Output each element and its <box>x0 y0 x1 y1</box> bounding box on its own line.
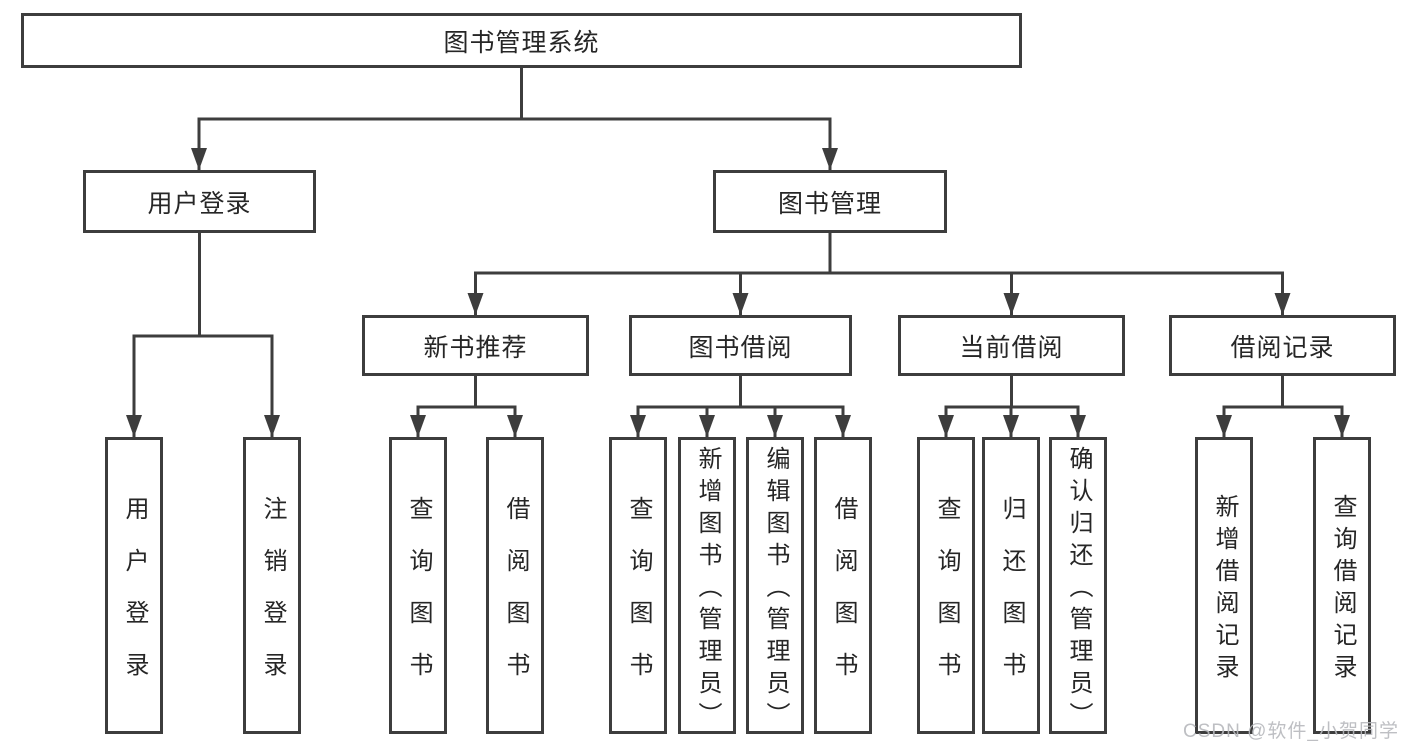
leaf-br-add-record: 新增借阅记录 <box>1195 437 1253 734</box>
leaf-nb-query-books-label: 查询图书 <box>405 495 432 704</box>
leaf-cb-query-books: 查询图书 <box>917 437 975 734</box>
leaf-user-login-label: 用户登录 <box>121 495 148 704</box>
node-current-borrow: 当前借阅 <box>898 315 1125 376</box>
leaf-br-query-record-label: 查询借阅记录 <box>1329 493 1356 686</box>
node-book-borrow-label: 图书借阅 <box>688 333 793 362</box>
node-book-management-label: 图书管理 <box>777 189 882 218</box>
connector-trunks <box>132 66 1344 409</box>
node-borrow-records-label: 借阅记录 <box>1230 333 1335 362</box>
node-root-label: 图书管理系统 <box>443 28 600 57</box>
leaf-nb-query-books: 查询图书 <box>389 437 447 734</box>
leaf-cb-return-books: 归还图书 <box>982 437 1040 734</box>
leaf-br-query-record: 查询借阅记录 <box>1313 437 1371 734</box>
leaf-bb-query-books: 查询图书 <box>609 437 667 734</box>
node-current-borrow-label: 当前借阅 <box>959 333 1064 362</box>
node-new-book-recommend-label: 新书推荐 <box>423 333 528 362</box>
leaf-nb-borrow-books: 借阅图书 <box>486 437 544 734</box>
leaf-cb-query-books-label: 查询图书 <box>933 495 960 704</box>
node-root: 图书管理系统 <box>21 13 1022 68</box>
leaf-logout: 注销登录 <box>243 437 301 734</box>
leaf-cb-return-books-label: 归还图书 <box>998 495 1025 704</box>
leaf-logout-label: 注销登录 <box>259 495 286 704</box>
node-book-borrow: 图书借阅 <box>629 315 852 376</box>
leaf-cb-confirm-return-admin: 确认归还（管理员） <box>1049 437 1107 734</box>
leaf-br-add-record-label: 新增借阅记录 <box>1211 493 1238 686</box>
node-book-management: 图书管理 <box>713 170 947 233</box>
leaf-bb-edit-books-admin-label: 编辑图书（管理员） <box>762 445 789 734</box>
leaf-bb-edit-books-admin: 编辑图书（管理员） <box>746 437 804 734</box>
leaf-cb-confirm-return-admin-label: 确认归还（管理员） <box>1065 445 1092 734</box>
node-new-book-recommend: 新书推荐 <box>362 315 589 376</box>
leaf-bb-query-books-label: 查询图书 <box>625 495 652 704</box>
leaf-bb-add-books-admin: 新增图书（管理员） <box>678 437 736 734</box>
node-borrow-records: 借阅记录 <box>1169 315 1396 376</box>
csdn-watermark: CSDN @软件_小贺同学 <box>1183 721 1399 742</box>
leaf-bb-borrow-books-label: 借阅图书 <box>830 495 857 704</box>
leaf-nb-borrow-books-label: 借阅图书 <box>502 495 529 704</box>
node-user-login-label: 用户登录 <box>147 189 252 218</box>
leaf-user-login: 用户登录 <box>105 437 163 734</box>
node-user-login: 用户登录 <box>83 170 316 233</box>
leaf-bb-add-books-admin-label: 新增图书（管理员） <box>694 445 721 734</box>
leaf-bb-borrow-books: 借阅图书 <box>814 437 872 734</box>
